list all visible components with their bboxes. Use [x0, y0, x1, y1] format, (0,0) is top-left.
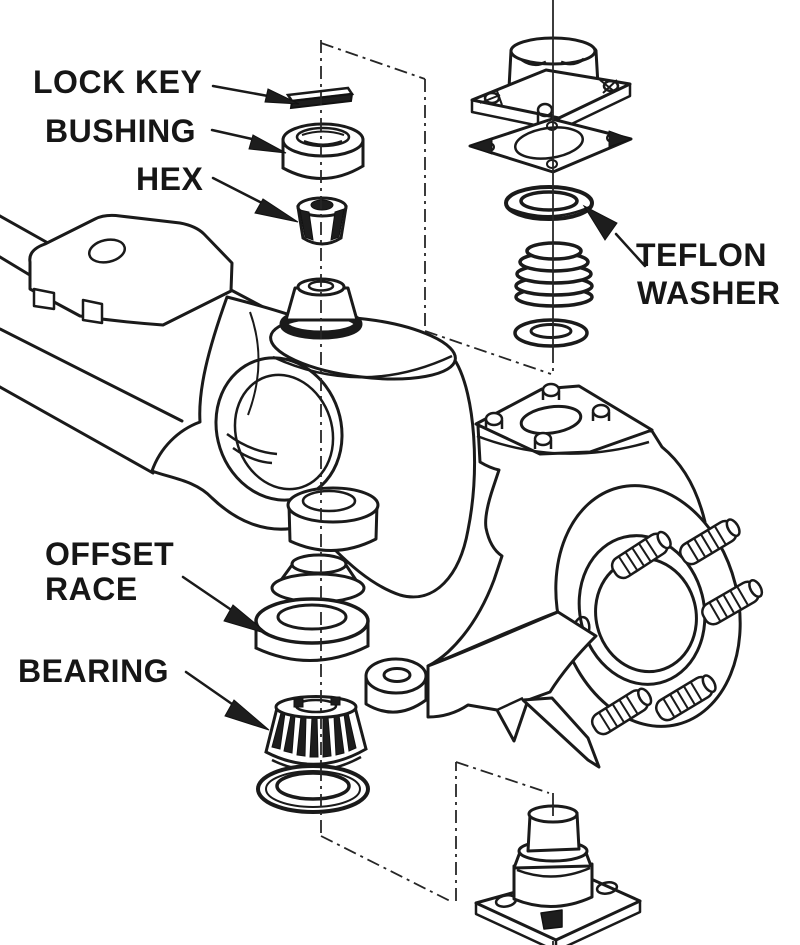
flange-bolt	[484, 411, 504, 429]
bearing-arrow	[184, 670, 270, 731]
hex-nut-part	[296, 196, 348, 246]
bearing-label: BEARING	[18, 653, 169, 689]
leader-arrows	[181, 84, 647, 731]
bushing-label: BUSHING	[45, 113, 196, 149]
lower-cap	[474, 804, 642, 945]
teflon-washer-part	[504, 185, 594, 221]
coil-spring	[514, 241, 594, 308]
lock-key-arrow	[211, 84, 300, 105]
teflon-washer-arrow	[582, 204, 647, 268]
flange-bolt	[533, 431, 553, 449]
cap-grease-fitting	[540, 909, 563, 930]
wheel-studs	[590, 518, 764, 736]
dust-shield	[270, 553, 366, 604]
bearing-part	[264, 695, 368, 772]
offset-race-label-2: RACE	[45, 571, 138, 607]
gasket-plate	[468, 117, 633, 174]
bushing-part	[281, 122, 365, 180]
hex-arrow	[211, 176, 299, 223]
lock-key-label: LOCK KEY	[33, 64, 202, 100]
teflon-washer-label-1: TEFLON	[636, 237, 767, 273]
steering-arm	[364, 610, 601, 769]
upper-cap-flange	[470, 68, 632, 132]
offset-race-part	[254, 597, 370, 662]
steering-knuckle	[364, 382, 764, 769]
flange-bolt	[591, 403, 611, 421]
labels: LOCK KEY BUSHING HEX TEFLON WASHER OFFSE…	[18, 64, 780, 689]
offset-race-arrow	[181, 575, 269, 635]
hex-label: HEX	[136, 161, 203, 197]
centerlines	[320, 0, 554, 945]
knuckle-top-flange	[474, 382, 654, 456]
o-ring-part	[513, 318, 589, 348]
seal-ring-part	[256, 764, 370, 814]
flange-bolt	[541, 382, 561, 400]
bushing-arrow	[210, 128, 287, 154]
axle-yoke	[150, 277, 476, 599]
offset-race-label-1: OFFSET	[45, 536, 174, 572]
lock-key-part	[285, 86, 355, 110]
lower-kingpin-boss	[286, 486, 380, 552]
spring-perch-bracket	[28, 213, 234, 327]
teflon-washer-label-2: WASHER	[637, 275, 780, 311]
